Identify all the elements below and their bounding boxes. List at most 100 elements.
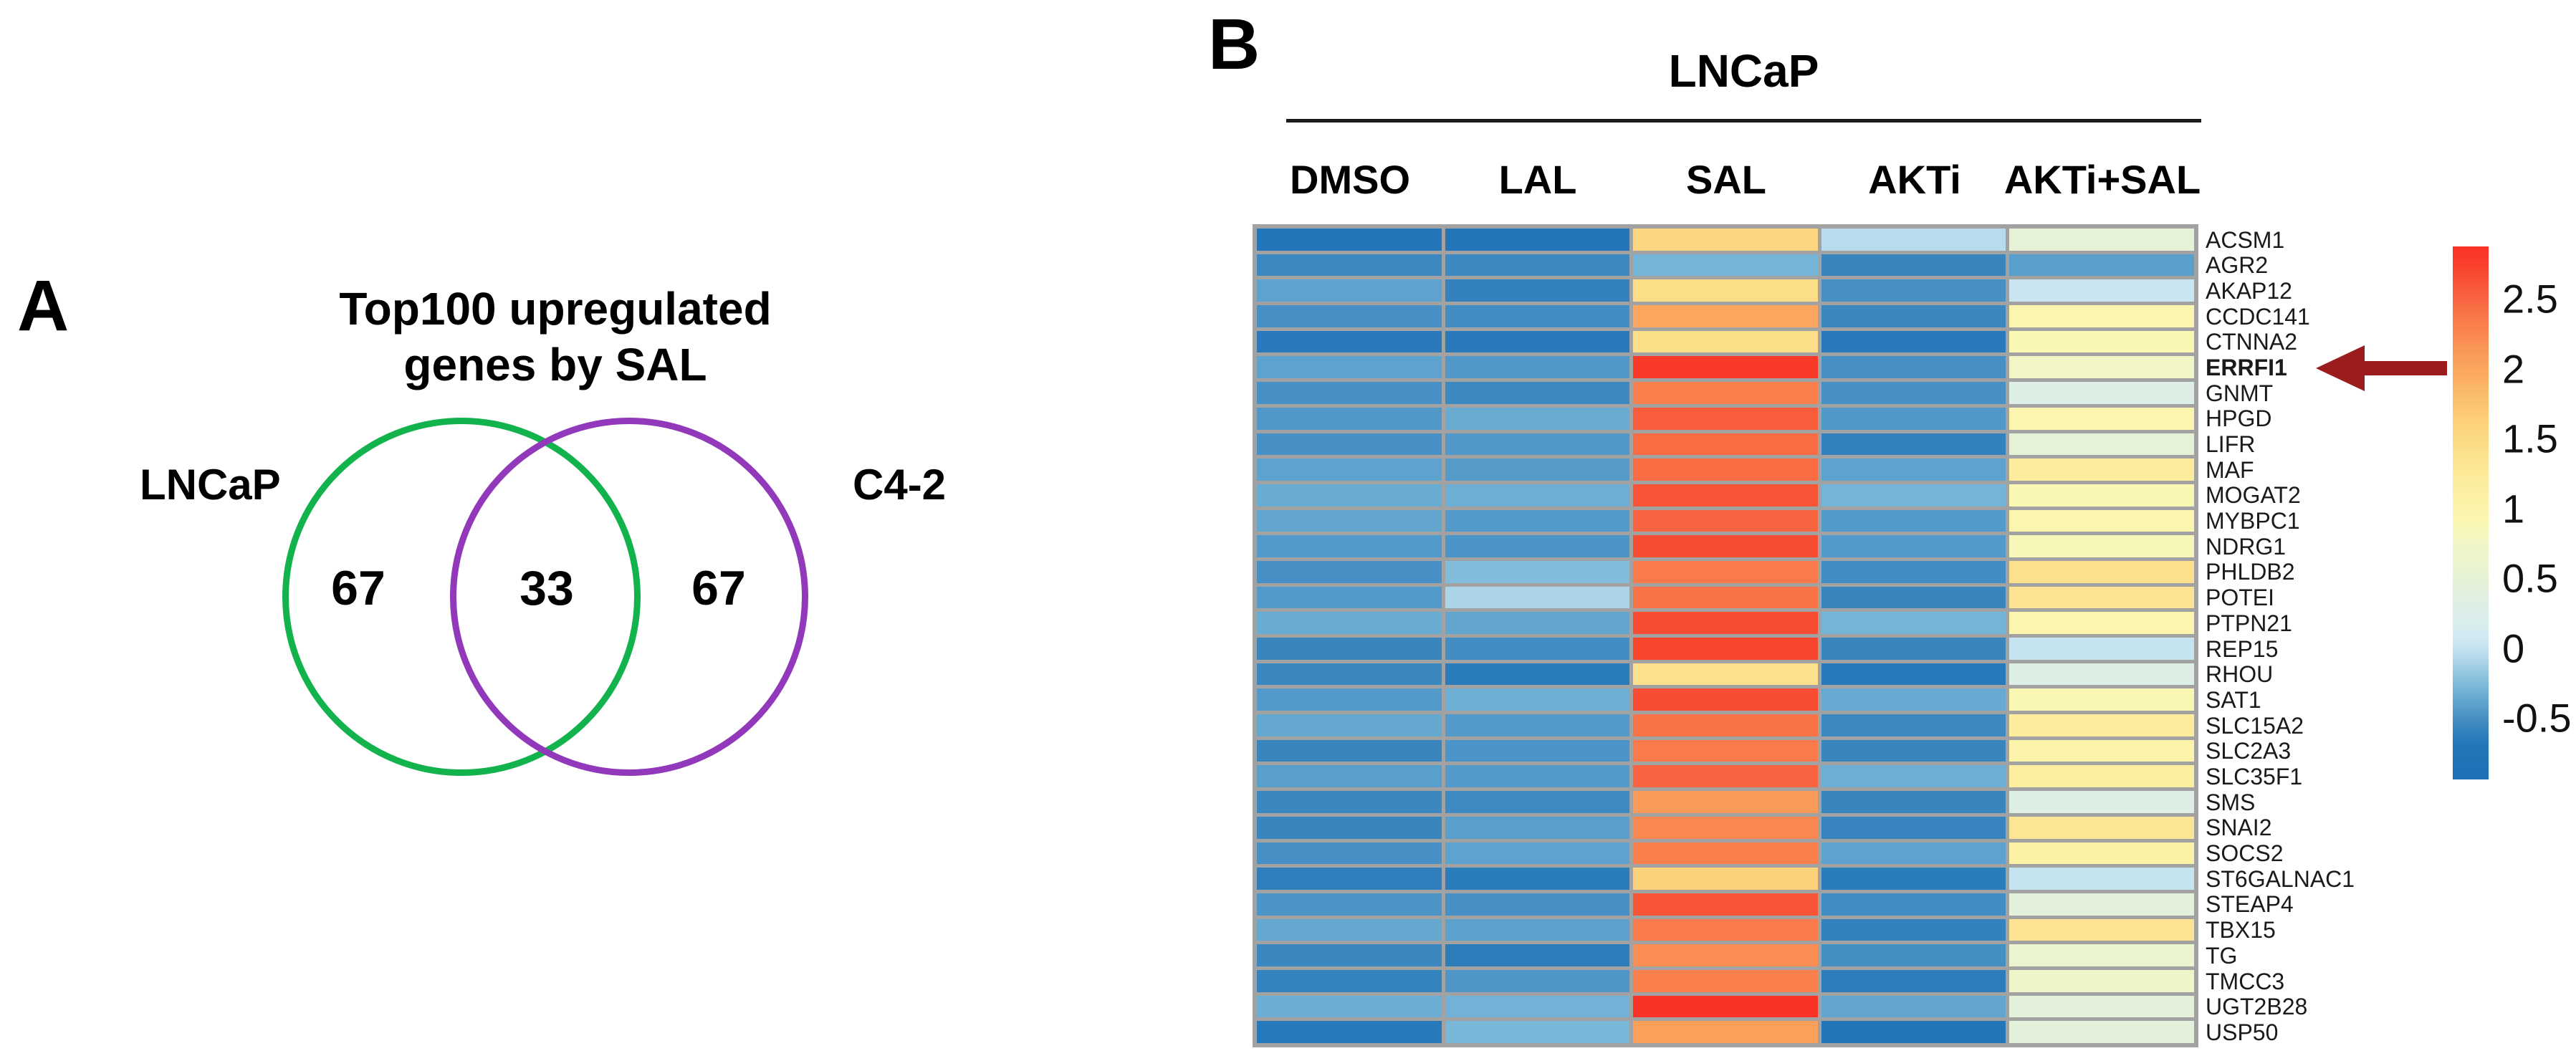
heatmap-cell-SMS-DMSO (1257, 791, 1442, 813)
row-label-SAT1: SAT1 (2206, 686, 2261, 713)
heatmap-cell-SLC35F1-LAL (1445, 765, 1630, 788)
heatmap-cell-PHLDB2-AKTi (1821, 560, 2006, 583)
heatmap-cell-GNMT-LAL (1445, 382, 1630, 404)
heatmap-cell-POTEI-LAL (1445, 586, 1630, 609)
heatmap-cell-ST6GALNAC1-DMSO (1257, 868, 1442, 890)
venn-title-line1: Top100 upregulated (339, 283, 772, 335)
heatmap-cell-ERRFI1-LAL (1445, 356, 1630, 379)
panel-a-label: A (17, 266, 70, 346)
heatmap-cell-POTEI-DMSO (1257, 586, 1442, 609)
heatmap-cell-RHOU-SAL (1633, 663, 1818, 686)
row-label-RHOU: RHOU (2206, 661, 2274, 688)
heatmap-cell-UGT2B28-AKTi (1821, 995, 2006, 1018)
heatmap-cell-AKAP12-AKTi (1821, 279, 2006, 302)
heatmap-cell-CCDC141-AKTi+SAL (2009, 305, 2194, 327)
heatmap-cell-POTEI-AKTi+SAL (2009, 586, 2194, 609)
heatmap-cell-USP50-LAL (1445, 1021, 1630, 1043)
heatmap-cell-MOGAT2-LAL (1445, 484, 1630, 507)
row-label-AKAP12: AKAP12 (2206, 277, 2292, 304)
heatmap-cell-MYBPC1-SAL (1633, 509, 1818, 532)
heatmap-cell-GNMT-AKTi (1821, 382, 2006, 404)
heatmap-cell-USP50-AKTi+SAL (2009, 1021, 2194, 1043)
row-label-TBX15: TBX15 (2206, 917, 2276, 944)
heatmap-cell-SLC15A2-AKTi+SAL (2009, 714, 2194, 736)
heatmap-cell-AKAP12-AKTi+SAL (2009, 279, 2194, 302)
column-header-AKTi: AKTi (1868, 157, 1961, 202)
heatmap-cell-MAF-AKTi+SAL (2009, 459, 2194, 481)
heatmap-cell-NDRG1-LAL (1445, 535, 1630, 557)
heatmap-cell-TMCC3-SAL (1633, 969, 1818, 992)
row-label-REP15: REP15 (2206, 635, 2279, 662)
row-label-HPGD: HPGD (2206, 405, 2272, 432)
heatmap-cell-TMCC3-LAL (1445, 969, 1630, 992)
row-label-SMS: SMS (2206, 789, 2256, 815)
heatmap-cell-USP50-DMSO (1257, 1021, 1442, 1043)
heatmap-cell-POTEI-SAL (1633, 586, 1818, 609)
heatmap-cell-SMS-SAL (1633, 791, 1818, 813)
venn-title: Top100 upregulated genes by SAL (308, 281, 803, 393)
heatmap-cell-SMS-AKTi+SAL (2009, 791, 2194, 813)
heatmap-cell-PTPN21-LAL (1445, 612, 1630, 634)
colorbar-tick-2: 2 (2502, 346, 2525, 391)
heatmap-cell-LIFR-AKTi (1821, 433, 2006, 456)
heatmap-cell-STEAP4-AKTi+SAL (2009, 893, 2194, 916)
venn-count-right-only: 67 (691, 561, 746, 615)
heatmap-cell-SOCS2-SAL (1633, 842, 1818, 865)
heatmap-cell-SOCS2-LAL (1445, 842, 1630, 865)
heatmap-cell-ST6GALNAC1-LAL (1445, 868, 1630, 890)
colorbar-tick-0.5: 0.5 (2502, 555, 2558, 601)
heatmap-cell-LIFR-LAL (1445, 433, 1630, 456)
heatmap-title: LNCaP (1668, 45, 1819, 97)
heatmap-cell-SAT1-AKTi (1821, 688, 2006, 711)
heatmap-cell-CCDC141-DMSO (1257, 305, 1442, 327)
heatmap-cell-SLC2A3-AKTi+SAL (2009, 739, 2194, 762)
heatmap-cell-TG-SAL (1633, 944, 1818, 966)
row-label-UGT2B28: UGT2B28 (2206, 994, 2308, 1020)
colorbar-tick-0: 0 (2502, 625, 2525, 671)
heatmap-cell-HPGD-AKTi (1821, 407, 2006, 430)
heatmap-cell-GNMT-AKTi+SAL (2009, 382, 2194, 404)
heatmap-cell-MOGAT2-AKTi+SAL (2009, 484, 2194, 507)
row-label-CCDC141: CCDC141 (2206, 303, 2310, 330)
heatmap-cell-NDRG1-AKTi (1821, 535, 2006, 557)
column-header-LAL: LAL (1498, 157, 1577, 202)
heatmap-cell-PTPN21-SAL (1633, 612, 1818, 634)
row-label-PHLDB2: PHLDB2 (2206, 559, 2295, 585)
heatmap-cell-SLC15A2-LAL (1445, 714, 1630, 736)
heatmap-cell-CTNNA2-LAL (1445, 330, 1630, 353)
heatmap-cell-NDRG1-AKTi+SAL (2009, 535, 2194, 557)
heatmap-cell-MAF-LAL (1445, 459, 1630, 481)
heatmap-cell-RHOU-LAL (1445, 663, 1630, 686)
heatmap-cell-RHOU-AKTi+SAL (2009, 663, 2194, 686)
heatmap-cell-LIFR-DMSO (1257, 433, 1442, 456)
colorbar (2453, 246, 2489, 779)
heatmap-cell-SLC15A2-SAL (1633, 714, 1818, 736)
heatmap-cell-PHLDB2-LAL (1445, 560, 1630, 583)
column-header-DMSO: DMSO (1290, 157, 1410, 202)
heatmap-cell-ERRFI1-DMSO (1257, 356, 1442, 379)
heatmap-cell-TG-LAL (1445, 944, 1630, 966)
heatmap-cell-UGT2B28-SAL (1633, 995, 1818, 1018)
heatmap-cell-ST6GALNAC1-AKTi (1821, 868, 2006, 890)
row-label-TG: TG (2206, 942, 2238, 969)
heatmap-cell-MAF-SAL (1633, 459, 1818, 481)
heatmap-cell-PHLDB2-DMSO (1257, 560, 1442, 583)
heatmap-cell-AGR2-SAL (1633, 254, 1818, 277)
heatmap-cell-SLC35F1-AKTi (1821, 765, 2006, 788)
heatmap-cell-AGR2-AKTi+SAL (2009, 254, 2194, 277)
heatmap-cell-SLC35F1-AKTi+SAL (2009, 765, 2194, 788)
heatmap-cell-ACSM1-AKTi+SAL (2009, 229, 2194, 251)
row-label-SOCS2: SOCS2 (2206, 840, 2284, 867)
heatmap-cell-NDRG1-SAL (1633, 535, 1818, 557)
heatmap-cell-ERRFI1-SAL (1633, 356, 1818, 379)
heatmap-cell-ST6GALNAC1-AKTi+SAL (2009, 868, 2194, 890)
heatmap-cell-PHLDB2-AKTi+SAL (2009, 560, 2194, 583)
heatmap-cell-HPGD-DMSO (1257, 407, 1442, 430)
heatmap-cell-SLC2A3-SAL (1633, 739, 1818, 762)
row-label-ACSM1: ACSM1 (2206, 226, 2285, 253)
heatmap-cell-PHLDB2-SAL (1633, 560, 1818, 583)
row-label-AGR2: AGR2 (2206, 252, 2269, 279)
heatmap-cell-SNAI2-LAL (1445, 816, 1630, 839)
colorbar-tick--0.5: -0.5 (2502, 695, 2572, 741)
